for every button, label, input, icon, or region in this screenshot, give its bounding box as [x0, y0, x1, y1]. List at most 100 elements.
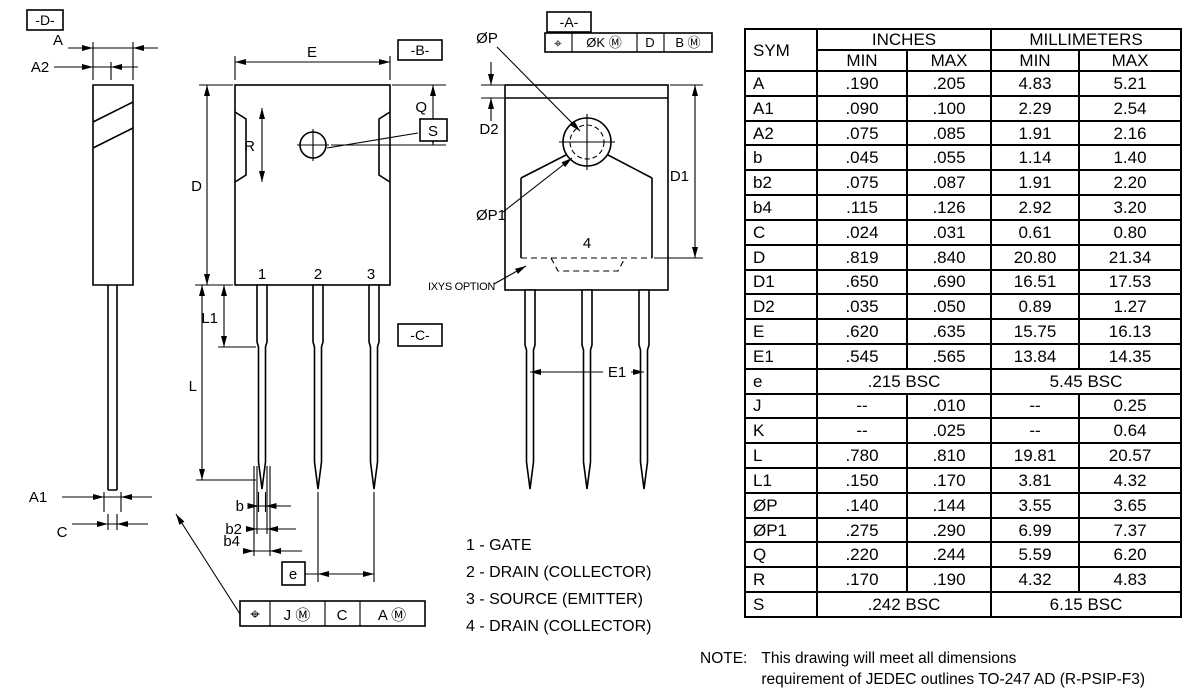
table-cell: 2.92 [990, 194, 1081, 221]
dim-r-label: R [244, 138, 255, 155]
table-cell: E [744, 318, 818, 345]
pin4-label: 4 [583, 235, 591, 252]
fcf-cell: A Ⓜ [378, 607, 406, 624]
datum-b-label: -B- [411, 42, 430, 58]
table-cell: 2.29 [990, 94, 1081, 122]
table-cell: D [744, 243, 818, 271]
side-view-dimensions [54, 42, 158, 530]
table-cell: D1 [744, 268, 818, 296]
fcf-cell: C [337, 607, 348, 624]
table-cell: .819 [816, 243, 908, 271]
table-cell: 20.57 [1078, 442, 1183, 469]
dim-q-label: Q [415, 99, 427, 116]
fcf-cell: B Ⓜ [675, 35, 700, 50]
table-cell: .170 [816, 566, 908, 594]
table-cell: 0.64 [1078, 417, 1183, 445]
table-cell: .810 [905, 442, 993, 469]
table-cell: b2 [744, 169, 818, 197]
table-cell: R [744, 566, 818, 594]
table-cell: .620 [816, 318, 908, 345]
table-cell: 3.20 [1078, 194, 1183, 221]
table-cell: .150 [816, 467, 908, 494]
table-cell: 16.13 [1078, 318, 1183, 345]
col-header-sym: SYM [744, 28, 818, 72]
table-cell: b [744, 144, 818, 172]
feature-control-frame-top: ⌖ ØK Ⓜ D B Ⓜ [544, 32, 713, 53]
table-cell: .215 BSC [815, 367, 993, 395]
table-cell: 6.20 [1078, 541, 1183, 569]
table-cell: 3.81 [990, 467, 1081, 494]
table-cell: .220 [816, 541, 908, 569]
table-cell: b4 [744, 194, 818, 221]
front-view-outline [234, 84, 391, 490]
table-cell: 4.83 [1078, 566, 1183, 594]
col-header-millimeters: MILLIMETERS [990, 28, 1183, 51]
dim-p-label: ØP [476, 30, 498, 47]
table-cell: .025 [905, 417, 993, 445]
datum-a-box [546, 11, 592, 33]
table-cell: .244 [905, 541, 993, 569]
table-cell: .545 [816, 342, 908, 370]
legend-item: 3 - SOURCE (EMITTER) [466, 591, 643, 608]
datum-a-label: -A- [560, 14, 579, 30]
table-cell: 3.65 [1078, 491, 1183, 519]
dim-d2-label: D2 [479, 121, 498, 138]
table-cell: .780 [816, 442, 908, 469]
pin3-label: 3 [367, 266, 375, 283]
note-line1: This drawing will meet all dimensions [761, 650, 1017, 667]
table-cell: A1 [744, 94, 818, 122]
dim-b4-label: b4 [223, 533, 240, 550]
dimension-table: SYM INCHES MILLIMETERS MIN MAX MIN MAX A… [744, 28, 1183, 618]
table-cell: 1.27 [1078, 293, 1183, 321]
table-cell: L [744, 442, 818, 469]
table-cell: 5.45 BSC [990, 367, 1183, 395]
table-cell: .010 [905, 392, 993, 420]
table-cell: 7.37 [1078, 516, 1183, 544]
dim-e1-label: E1 [608, 364, 626, 381]
table-cell: 2.54 [1078, 94, 1183, 122]
table-cell: .045 [816, 144, 908, 172]
table-cell: 17.53 [1078, 268, 1183, 296]
fcf-cell: J Ⓜ [284, 607, 311, 624]
pin2-label: 2 [314, 266, 322, 283]
table-cell: .190 [816, 70, 908, 97]
table-cell: .840 [905, 243, 993, 271]
table-cell: K [744, 417, 818, 445]
table-cell: .565 [905, 342, 993, 370]
table-cell: 4.32 [1078, 467, 1183, 494]
table-cell: C [744, 218, 818, 246]
dim-e-pitch-label: e [289, 566, 297, 583]
dim-c-label: C [57, 524, 68, 541]
side-view: -D- A A2 A1 C [26, 9, 158, 541]
dim-e-label: E [307, 44, 317, 61]
dim-d-label: D [191, 178, 202, 195]
table-cell: 15.75 [990, 318, 1081, 345]
legend-item: 2 - DRAIN (COLLECTOR) [466, 564, 652, 581]
col-header-max: MAX [1078, 49, 1183, 72]
dim-b2-label: b2 [225, 521, 242, 538]
table-cell: 6.99 [990, 516, 1081, 544]
table-cell: .075 [816, 119, 908, 147]
ixys-option-label: IXYS OPTION [428, 281, 495, 293]
table-cell: D2 [744, 293, 818, 321]
table-cell: 4.32 [990, 566, 1081, 594]
pin-legend: 1 - GATE 2 - DRAIN (COLLECTOR) 3 - SOURC… [466, 537, 652, 635]
table-cell: .100 [905, 94, 993, 122]
table-cell: e [744, 367, 818, 395]
table-cell: 1.91 [990, 169, 1081, 197]
legend-item: 4 - DRAIN (COLLECTOR) [466, 618, 652, 635]
note-text: This drawing will meet all dimensions re… [761, 649, 1145, 691]
